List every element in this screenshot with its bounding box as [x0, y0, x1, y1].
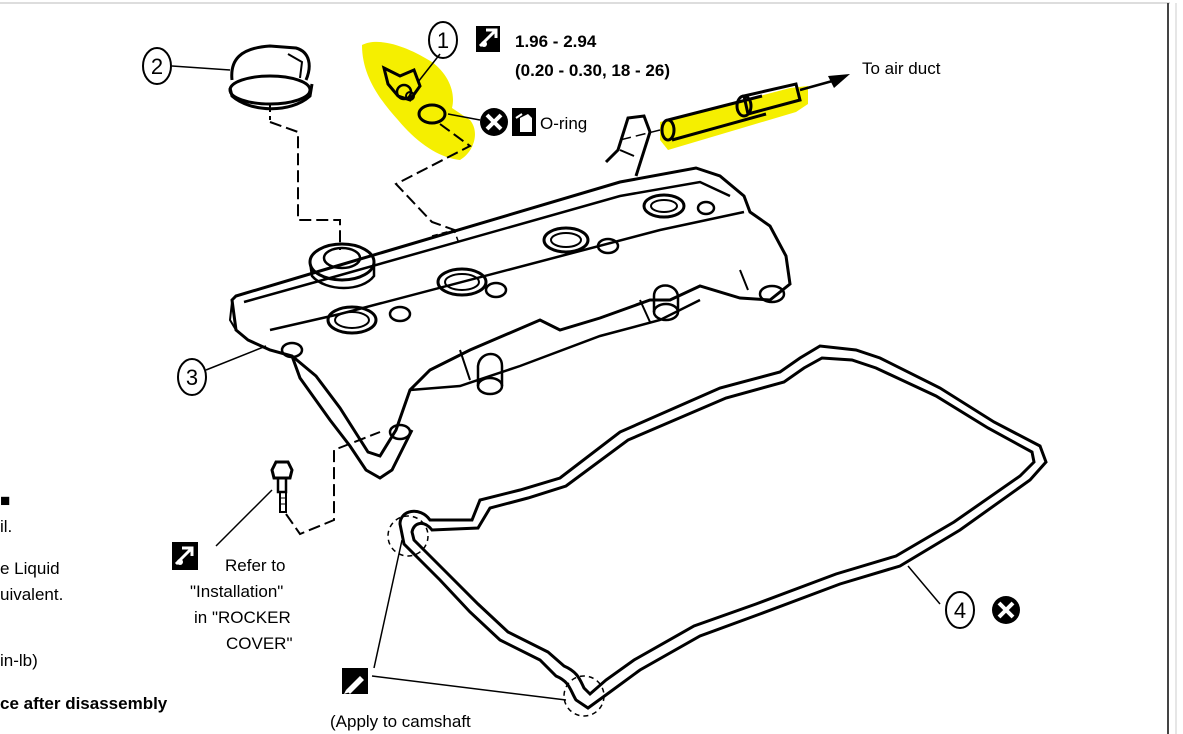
svg-text:3: 3 [186, 365, 198, 390]
bolt-dash-line [285, 431, 381, 536]
gasket-replace-x-icon [992, 596, 1020, 624]
torque-units: (0.20 - 0.30, 18 - 26) [515, 61, 670, 80]
torque-value: 1.96 - 2.94 [515, 32, 597, 51]
refer-line-3: in "ROCKER [194, 608, 291, 627]
legend-line-2: e Liquid [0, 559, 60, 578]
svg-text:2: 2 [151, 54, 163, 79]
callout-2: 2 [142, 47, 231, 85]
highlight-hose [660, 86, 808, 150]
cap-dash-line [269, 121, 341, 250]
air-duct-label: To air duct [862, 59, 941, 78]
replace-x-icon [480, 108, 508, 136]
leader-1 [417, 53, 441, 83]
torque-wrench-icon [476, 26, 500, 52]
callout-4: 4 [945, 591, 975, 629]
highlight-sensor [362, 41, 475, 160]
oil-apply-icon [512, 108, 536, 136]
dashed-circle-1 [387, 515, 429, 557]
sealant-applicator-icon [342, 668, 368, 694]
sealant-leader-1 [373, 539, 403, 669]
dashed-circle-2 [563, 675, 605, 717]
refer-line-1: Refer to [225, 556, 285, 575]
mounting-bolt [270, 460, 294, 513]
refer-line-2: "Installation" [190, 582, 283, 601]
leader-oring [447, 113, 481, 121]
oil-filler-cap [228, 44, 314, 120]
oring-label: O-ring [540, 114, 587, 133]
svg-text:1: 1 [437, 28, 449, 53]
callout-1: 1 [428, 21, 458, 59]
arrow-air-duct [828, 74, 850, 88]
svg-text:4: 4 [954, 598, 966, 623]
legend-line-5: ce after disassembly [0, 694, 168, 713]
rocker-cover [228, 114, 792, 480]
o-ring [417, 103, 447, 125]
leader-4 [907, 565, 941, 605]
bolt-torque-icon [172, 542, 198, 570]
sensor-part [381, 65, 447, 125]
callout-3: 3 [177, 345, 267, 396]
sealant-leader-2 [371, 675, 567, 701]
legend-line-3: uivalent. [0, 585, 63, 604]
apply-camshaft-label: (Apply to camshaft [330, 712, 471, 731]
breather-hose [619, 74, 850, 142]
refer-line-4: COVER" [226, 634, 293, 653]
legend-line-1: il. [0, 517, 12, 536]
rocker-cover-gasket [398, 344, 1048, 710]
bolt-leader [215, 489, 273, 547]
sensor-dash-line [394, 123, 472, 233]
legend-line-4: in-lb) [0, 651, 38, 670]
legend-line-0: ■ [0, 491, 10, 510]
